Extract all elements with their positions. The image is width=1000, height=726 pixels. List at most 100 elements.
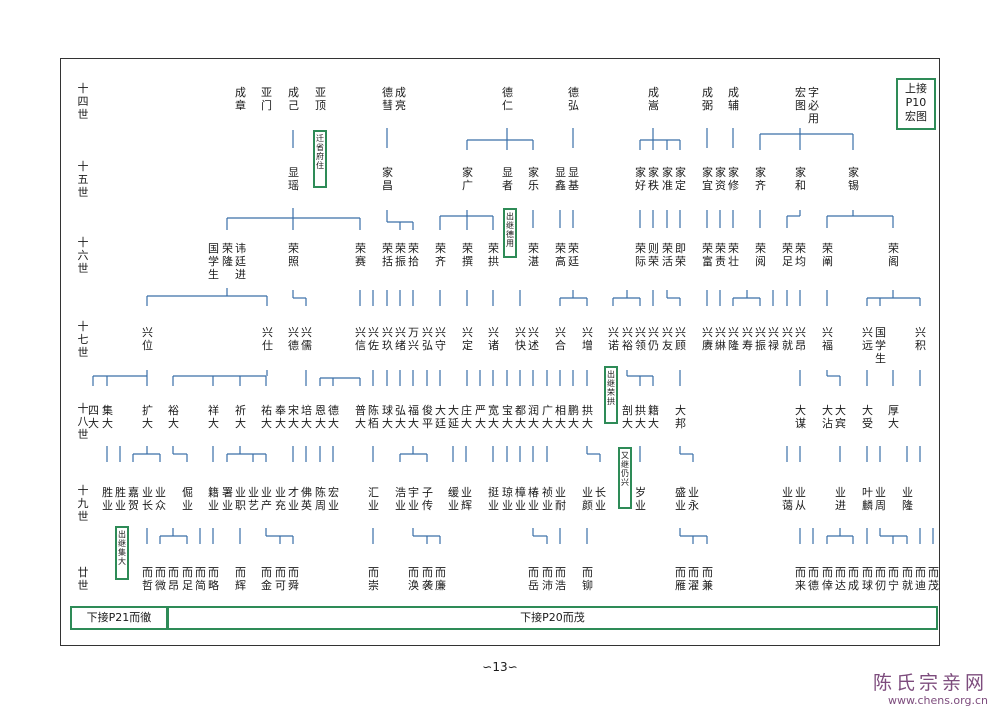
- person-g18-37: 大受: [862, 404, 873, 430]
- person-g20-26: 而球: [862, 566, 873, 592]
- person-g20-11: 而涣: [408, 566, 419, 592]
- person-g19-37: 业周: [875, 486, 886, 512]
- person-g17-32: 兴远: [862, 326, 873, 352]
- person-g19-27: 业耐: [555, 486, 566, 512]
- person-g19-12: 才业: [288, 486, 299, 512]
- person-g20-12: 而袭: [422, 566, 433, 592]
- person-g16-10: 荣拱: [488, 242, 499, 268]
- person-g18-19: 大延: [448, 404, 459, 430]
- person-g18-15: 弘大: [395, 404, 406, 430]
- person-g20-25: 而成: [848, 566, 859, 592]
- note-box-heir-4: 出继集大: [115, 526, 129, 580]
- person-g20-5: 而略: [208, 566, 219, 592]
- person-g18-27: 相大: [555, 404, 566, 430]
- person-g17-26: 兴寿: [742, 326, 753, 352]
- person-g17-9: 兴弘: [422, 326, 433, 352]
- person-g19-0: 胜业: [102, 486, 113, 512]
- person-g19-8: 业职: [235, 486, 246, 512]
- person-g20-4: 而简: [195, 566, 206, 592]
- person-g19-36: 叶麟: [862, 486, 873, 512]
- generation-label-g18: 十八世: [77, 402, 89, 441]
- person-g16-21: 荣阅: [755, 242, 766, 268]
- person-g19-29: 长业: [595, 486, 606, 512]
- person-g16-20: 荣壮: [728, 242, 739, 268]
- generation-label-g14: 十四世: [77, 82, 89, 121]
- person-g18-24: 都大: [515, 404, 526, 430]
- person-g19-6: 籍业: [208, 486, 219, 512]
- note-box-heir-2: 出继荣拱: [604, 366, 618, 424]
- person-g20-19: 而濯: [688, 566, 699, 592]
- person-g20-16: 而浩: [555, 566, 566, 592]
- page-number: ∽13∽: [482, 660, 518, 674]
- person-g18-13: 陈栢: [368, 404, 379, 430]
- person-g15-3: 显者: [502, 166, 513, 192]
- person-g17-5: 兴佐: [368, 326, 379, 352]
- bottom-continue-left: 下接P21而徹: [70, 606, 168, 630]
- person-g20-14: 而岳: [528, 566, 539, 592]
- person-g17-21: 兴友: [662, 326, 673, 352]
- person-g16-23: 荣均: [795, 242, 806, 268]
- watermark-url: www.chens.org.cn: [887, 694, 988, 707]
- person-g17-28: 兴禄: [768, 326, 779, 352]
- person-g17-31: 兴福: [822, 326, 833, 352]
- person-g17-14: 兴述: [528, 326, 539, 352]
- person-g20-23: 而倖: [822, 566, 833, 592]
- person-g19-5: 倔业: [182, 486, 193, 512]
- person-g18-5: 祈大: [235, 404, 246, 430]
- person-g20-21: 而来: [795, 566, 806, 592]
- person-g19-7: 署业: [222, 486, 233, 512]
- person-g18-31: 拱大: [635, 404, 646, 430]
- person-g17-34: 兴积: [915, 326, 926, 352]
- person-g16-19: 荣责: [715, 242, 726, 268]
- person-g15-7: 家好: [635, 166, 646, 192]
- person-g15-0: 显瑶: [288, 166, 299, 192]
- person-g20-0: 而哲: [142, 566, 153, 592]
- person-g15-4: 家乐: [528, 166, 539, 192]
- person-g20-9: 而舜: [288, 566, 299, 592]
- person-g18-16: 福大: [408, 404, 419, 430]
- person-g15-13: 家修: [728, 166, 739, 192]
- person-g20-13: 而廉: [435, 566, 446, 592]
- person-g14-10: 成辅: [728, 86, 739, 112]
- person-g18-0: 四大: [88, 404, 99, 430]
- person-g14-6: 德仁: [502, 86, 513, 112]
- person-g15-10: 家定: [675, 166, 686, 192]
- person-g15-12: 家资: [715, 166, 726, 192]
- person-g20-28: 而宁: [888, 566, 899, 592]
- person-g20-27: 而仞: [875, 566, 886, 592]
- person-g17-2: 兴德: [288, 326, 299, 352]
- person-g17-6: 兴玖: [382, 326, 393, 352]
- person-g19-22: 挺业: [488, 486, 499, 512]
- person-g20-7: 而金: [261, 566, 272, 592]
- person-g17-24: 兴綝: [715, 326, 726, 352]
- person-g17-29: 兴就: [782, 326, 793, 352]
- person-g17-19: 兴领: [635, 326, 646, 352]
- generation-label-g16: 十六世: [77, 236, 89, 275]
- person-g18-28: 鹏大: [568, 404, 579, 430]
- person-g19-33: 业蔼: [782, 486, 793, 512]
- person-g16-13: 荣廷: [568, 242, 579, 268]
- person-g19-23: 琼业: [502, 486, 513, 512]
- person-g19-21: 业辉: [461, 486, 472, 512]
- person-g15-9: 家准: [662, 166, 673, 192]
- person-g14-3: 亚顶: [315, 86, 326, 112]
- person-g18-35: 大沾: [822, 404, 833, 430]
- person-g17-3: 兴儒: [301, 326, 312, 352]
- person-g19-32: 业永: [688, 486, 699, 512]
- person-g16-9: 荣撰: [462, 242, 473, 268]
- person-g18-4: 祥大: [208, 404, 219, 430]
- person-g20-6: 而辉: [235, 566, 246, 592]
- person-g18-9: 培大: [301, 404, 312, 430]
- watermark-title: 陈氏宗亲网: [872, 672, 988, 694]
- person-g14-0: 成章: [235, 86, 246, 112]
- person-g19-17: 浩业: [395, 486, 406, 512]
- person-g17-1: 兴仕: [262, 326, 273, 352]
- person-g16-14: 荣际: [635, 242, 646, 268]
- person-g18-33: 大邦: [675, 404, 686, 430]
- person-g17-23: 兴赓: [702, 326, 713, 352]
- person-g18-3: 裕大: [168, 404, 179, 430]
- person-g14-2: 成己: [288, 86, 299, 112]
- person-g17-4: 兴信: [355, 326, 366, 352]
- person-g16-5: 荣括: [382, 242, 393, 268]
